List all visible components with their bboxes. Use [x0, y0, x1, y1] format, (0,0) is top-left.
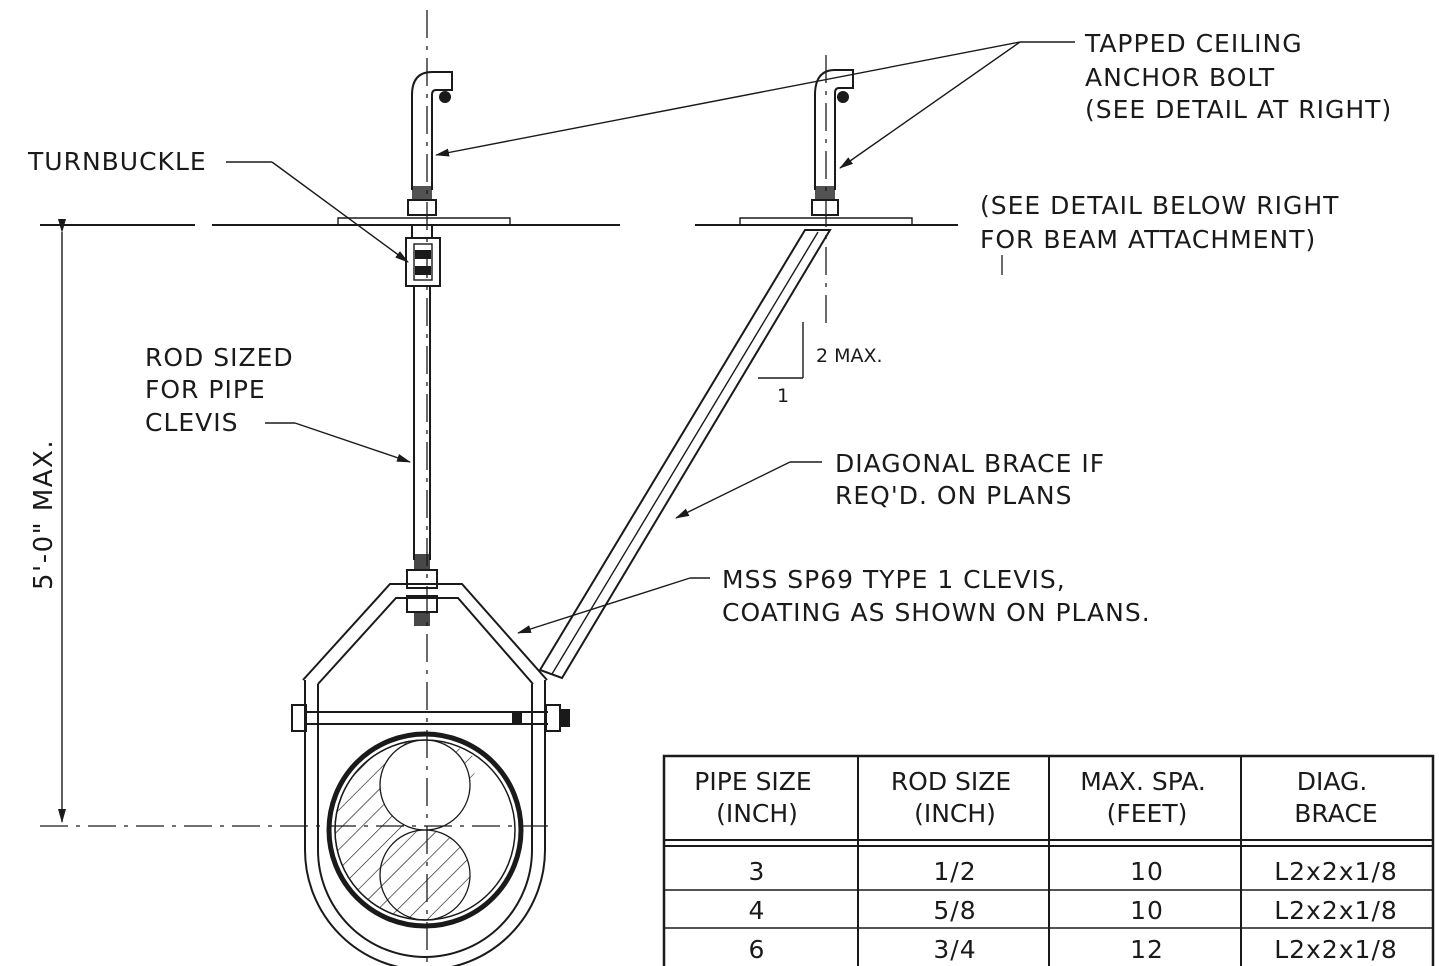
table-row: 4 5/8 10 L2x2x1/8	[749, 896, 1398, 925]
slope-indicator: 2 MAX. 1	[758, 322, 883, 407]
table-cell: 10	[1130, 896, 1164, 925]
turnbuckle-label: TURNBUCKLE	[27, 147, 207, 176]
table-header-max-spacing: MAX. SPA. (FEET)	[1080, 767, 1214, 828]
hanger-rod	[406, 286, 438, 626]
rod-label: ROD SIZED FOR PIPE CLEVIS	[145, 343, 303, 437]
tapped-anchor-label: TAPPED CEILING ANCHOR BOLT (SEE DETAIL A…	[1084, 29, 1392, 124]
table-cell: L2x2x1/8	[1274, 857, 1398, 886]
vertical-dimension: 5'-0" MAX.	[29, 219, 66, 823]
table-header-pipe-size: PIPE SIZE (INCH)	[694, 767, 819, 828]
hanger-size-table: PIPE SIZE (INCH) ROD SIZE (INCH) MAX. SP…	[662, 754, 1435, 966]
clevis-label: MSS SP69 TYPE 1 CLEVIS, COATING AS SHOWN…	[722, 565, 1151, 627]
table-cell: L2x2x1/8	[1274, 935, 1398, 964]
table-cell: 1/2	[933, 857, 976, 886]
diagonal-brace-label: DIAGONAL BRACE IF REQ'D. ON PLANS	[835, 449, 1114, 510]
table-cell: 3	[749, 857, 766, 886]
beam-attachment-note: (SEE DETAIL BELOW RIGHT FOR BEAM ATTACHM…	[980, 191, 1348, 254]
leaders	[226, 41, 1075, 634]
table-header-diag-brace: DIAG. BRACE	[1294, 767, 1377, 828]
table-header-rod-size: ROD SIZE (INCH)	[891, 767, 1019, 828]
pipe-section	[326, 731, 524, 929]
slope-max-label: 2 MAX.	[816, 345, 883, 367]
table-cell: 5/8	[933, 896, 976, 925]
vertical-dimension-label: 5'-0" MAX.	[29, 439, 59, 590]
diagonal-brace	[538, 229, 832, 680]
slope-run-label: 1	[777, 385, 789, 407]
table-row: 6 3/4 12 L2x2x1/8	[749, 935, 1398, 964]
table-cell: 10	[1130, 857, 1164, 886]
table-row: 3 1/2 10 L2x2x1/8	[749, 857, 1398, 886]
right-anchor-bolt	[739, 69, 913, 225]
turnbuckle	[405, 225, 441, 287]
clevis	[291, 583, 570, 966]
table-cell: 6	[749, 935, 766, 964]
table-cell: 12	[1130, 935, 1164, 964]
table-cell: 3/4	[933, 935, 976, 964]
table-cell: L2x2x1/8	[1274, 896, 1398, 925]
left-anchor-bolt	[337, 71, 511, 225]
table-cell: 4	[749, 896, 766, 925]
